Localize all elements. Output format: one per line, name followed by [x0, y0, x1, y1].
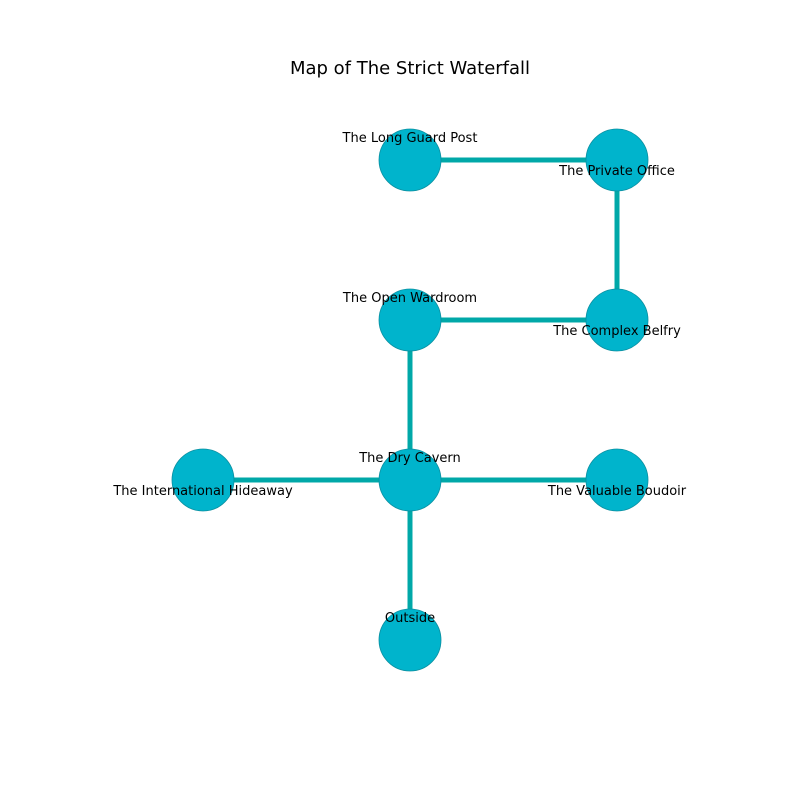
- node-open-wardroom[interactable]: [378, 288, 442, 352]
- edge-layer: [203, 157, 620, 640]
- map-title: Map of The Strict Waterfall: [290, 58, 530, 79]
- node-label-outside: Outside: [385, 611, 435, 626]
- node-long-guard-post[interactable]: [378, 128, 442, 192]
- node-label-complex-belfry: The Complex Belfry: [552, 324, 681, 339]
- node-label-dry-cavern: The Dry Cavern: [358, 451, 461, 466]
- node-label-international-hideaway: The International Hideaway: [112, 484, 293, 499]
- node-international-hideaway[interactable]: [171, 448, 235, 512]
- node-outside[interactable]: [378, 608, 442, 672]
- node-valuable-boudoir[interactable]: [585, 448, 649, 512]
- node-label-private-office: The Private Office: [558, 164, 675, 179]
- node-private-office[interactable]: [585, 128, 649, 192]
- node-label-valuable-boudoir: The Valuable Boudoir: [547, 484, 687, 499]
- node-dry-cavern[interactable]: [378, 448, 442, 512]
- node-complex-belfry[interactable]: [585, 288, 649, 352]
- node-layer: [171, 128, 649, 672]
- node-label-open-wardroom: The Open Wardroom: [342, 291, 477, 306]
- node-label-long-guard-post: The Long Guard Post: [342, 131, 478, 146]
